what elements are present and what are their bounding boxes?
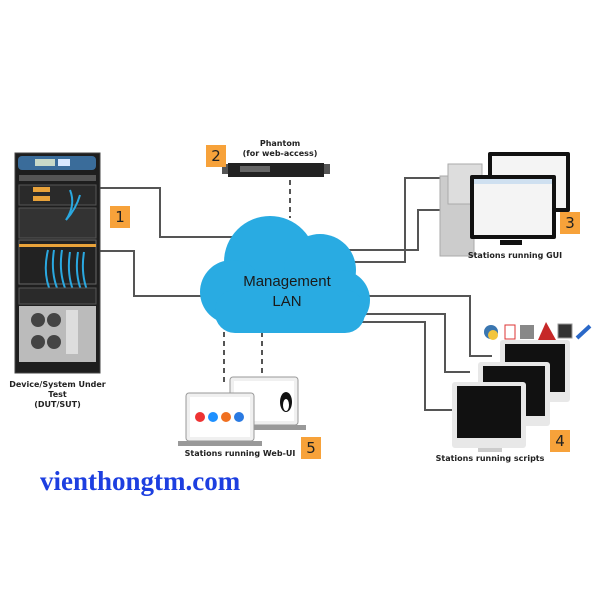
badge-4: 4 [550, 430, 570, 452]
phantom-device-icon [222, 163, 330, 177]
badge-5: 5 [301, 437, 321, 459]
phantom-label-line1: Phantom [259, 139, 301, 148]
watermark-text: vienthongtm.com [40, 466, 241, 496]
gui-stations-icon [439, 152, 570, 257]
phantom-label-line2: (for web-access) [242, 149, 318, 158]
webui-label: Stations running Web-UI [184, 449, 296, 458]
cloud-label: Management LAN [212, 272, 362, 312]
badge-1: 1 [110, 206, 130, 228]
dut-label-line2: (DUT/SUT) [34, 400, 81, 409]
cloud-label-line2: LAN [272, 293, 302, 310]
script-language-icons [484, 322, 592, 340]
gui-label: Stations running GUI [467, 251, 563, 260]
cloud-shape [200, 216, 370, 333]
script-stations-icon [452, 340, 570, 452]
server-rack-icon [14, 152, 101, 374]
badge-2: 2 [206, 145, 226, 167]
scripts-label: Stations running scripts [435, 454, 545, 463]
badge-3: 3 [560, 212, 580, 234]
dut-label-line1: Device/System Under Test [9, 380, 106, 399]
webui-laptops-icon [178, 376, 306, 446]
cloud-label-line1: Management [243, 273, 331, 290]
phantom-label: Phantom (for web-access) [230, 139, 330, 159]
dut-label: Device/System Under Test (DUT/SUT) [0, 380, 115, 410]
